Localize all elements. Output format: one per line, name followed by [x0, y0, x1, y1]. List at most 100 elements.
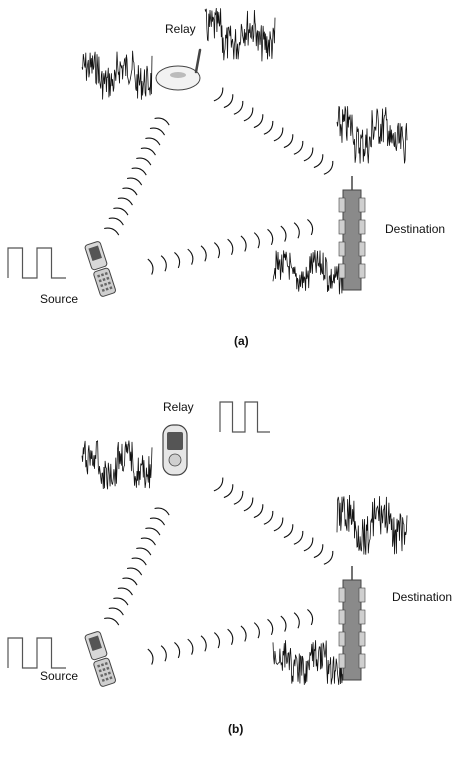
wave-arc	[307, 218, 314, 236]
source-to-relay-waves	[104, 507, 170, 626]
wave-arc	[293, 530, 304, 545]
wave-arc	[108, 607, 124, 616]
relay-to-destination-waves	[213, 477, 334, 565]
wave-arc	[140, 537, 156, 546]
destination-signal-from-source	[272, 249, 346, 295]
wave-arc	[313, 544, 324, 559]
wave-arc	[213, 477, 224, 492]
wave-arc	[160, 645, 167, 662]
destination-label-a: Destination	[385, 222, 446, 236]
wave-arc	[122, 577, 138, 586]
wave-arc	[136, 157, 152, 166]
wave-arc	[154, 507, 170, 516]
wave-arc	[149, 517, 166, 526]
destination-tower-icon	[338, 176, 366, 291]
wave-arc	[147, 258, 154, 275]
wave-arc	[131, 167, 147, 176]
wave-arc	[283, 524, 294, 539]
caption-a: (a)	[234, 334, 249, 348]
wave-arc	[273, 517, 284, 532]
source-square-wave	[7, 247, 66, 279]
caption-b: (b)	[228, 722, 244, 736]
relay-incoming-signal	[81, 50, 153, 100]
wave-arc	[126, 177, 143, 186]
relay-outgoing-square-wave	[219, 401, 270, 433]
relay-label-a: Relay	[165, 22, 196, 36]
wave-arc	[149, 127, 166, 136]
wave-arc	[147, 648, 154, 665]
destination-signal-from-relay	[336, 106, 408, 164]
wave-arc	[280, 615, 287, 632]
wave-arc	[223, 484, 234, 499]
wave-arc	[323, 550, 334, 565]
wave-arc	[187, 638, 194, 655]
relay-to-destination-waves	[213, 87, 334, 175]
relay-label-b: Relay	[163, 400, 194, 414]
wave-arc	[145, 527, 161, 536]
wave-arc	[140, 147, 156, 156]
destination-tower-icon	[338, 566, 366, 681]
relay-phone-icon	[162, 424, 188, 476]
wave-arc	[200, 245, 207, 262]
wave-arc	[313, 154, 324, 169]
wave-arc	[240, 625, 247, 642]
wave-arc	[267, 228, 274, 246]
wave-arc	[293, 140, 304, 155]
wave-arc	[145, 137, 161, 146]
wave-arc	[113, 207, 129, 216]
source-to-destination-waves	[147, 218, 314, 275]
wave-arc	[131, 557, 147, 566]
wave-arc	[293, 612, 300, 629]
wave-arc	[187, 248, 194, 265]
wave-arc	[253, 232, 260, 249]
wave-arc	[126, 567, 143, 576]
wave-arc	[136, 547, 152, 556]
wave-arc	[213, 87, 224, 102]
wave-arc	[117, 587, 133, 596]
wave-arc	[108, 217, 124, 226]
wave-arc	[122, 187, 138, 196]
destination-signal-from-relay	[336, 494, 408, 555]
wave-arc	[243, 497, 254, 512]
wave-arc	[240, 235, 247, 252]
destination-label-b: Destination	[392, 590, 453, 604]
wave-arc	[253, 622, 260, 639]
source-to-relay-waves	[104, 117, 170, 236]
wave-arc	[233, 100, 244, 115]
wave-arc	[267, 618, 274, 636]
wave-arc	[233, 490, 244, 505]
wave-arc	[104, 227, 120, 236]
wave-arc	[243, 107, 254, 122]
destination-signal-from-source	[272, 640, 346, 685]
wave-arc	[307, 608, 314, 626]
panel-b	[7, 401, 408, 687]
wave-arc	[293, 222, 300, 239]
source-phone-icon	[84, 631, 116, 687]
wave-arc	[104, 617, 120, 626]
wave-arc	[263, 510, 274, 525]
wave-arc	[174, 641, 181, 659]
source-label-b: Source	[40, 669, 79, 683]
wave-arc	[227, 628, 234, 645]
wave-arc	[213, 242, 221, 259]
wave-arc	[154, 117, 170, 126]
wave-arc	[113, 597, 129, 606]
wave-arc	[263, 120, 274, 135]
wave-arc	[253, 114, 264, 129]
wave-arc	[227, 238, 234, 255]
wave-arc	[283, 134, 294, 149]
source-square-wave	[7, 637, 66, 669]
wave-arc	[213, 632, 221, 649]
wave-arc	[273, 127, 284, 142]
wave-arc	[253, 504, 264, 519]
panel-a	[7, 7, 408, 297]
wave-arc	[303, 537, 314, 552]
wave-arc	[200, 635, 207, 652]
relay-incoming-signal	[81, 440, 153, 490]
source-to-destination-waves	[147, 608, 314, 665]
wave-arc	[303, 147, 314, 162]
source-label-a: Source	[40, 292, 79, 306]
wave-arc	[117, 197, 133, 206]
